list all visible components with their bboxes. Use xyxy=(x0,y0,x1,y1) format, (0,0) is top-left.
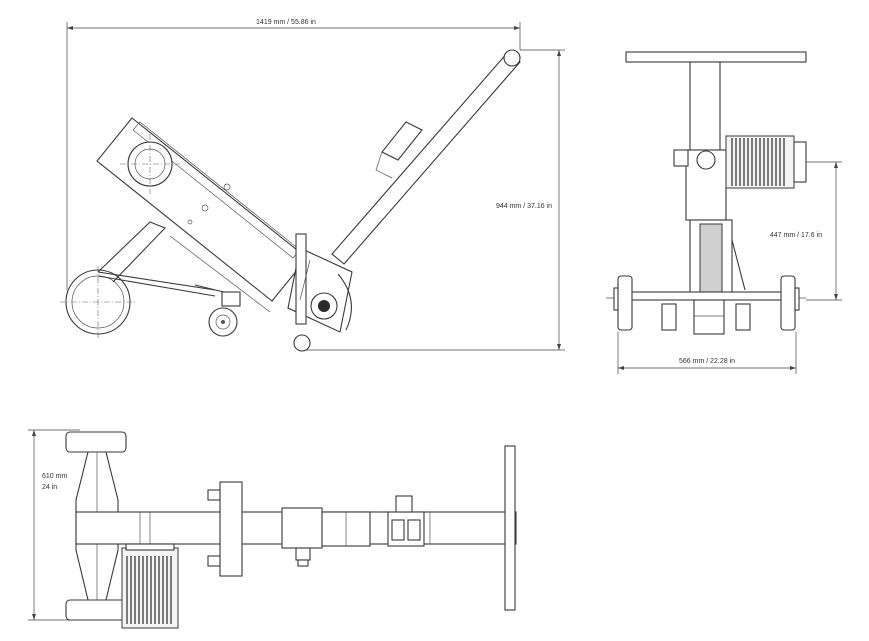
motor-end-cap xyxy=(793,141,807,183)
caster-bracket xyxy=(221,291,241,307)
pivot-guard xyxy=(337,273,352,331)
handle-arm xyxy=(331,51,521,265)
main-body xyxy=(96,117,308,302)
front-width-label: 566 mm / 22.28 in xyxy=(679,358,735,365)
arrow-h-bottom xyxy=(834,294,838,300)
body-bolt-3 xyxy=(187,219,193,225)
side-height-label: 944 mm / 37.16 in xyxy=(496,203,552,210)
top-wheel-upper xyxy=(65,431,127,453)
left-caster xyxy=(661,303,677,331)
side-length-label: 1419 mm / 55.86 in xyxy=(256,19,316,26)
lower-column-brace xyxy=(731,239,746,291)
front-height-label: 447 mm / 17.6 in xyxy=(770,232,822,239)
upright-bolt-top xyxy=(207,489,221,501)
top-view: 610 mm 24 in xyxy=(28,429,517,629)
arrow-bottom xyxy=(557,344,561,350)
right-caster xyxy=(735,303,751,331)
front-view: 566 mm / 22.28 in 447 mm / 17.6 in xyxy=(606,51,842,374)
top-motor-flange xyxy=(125,543,175,551)
front-roller xyxy=(293,334,311,352)
right-hub xyxy=(794,287,800,311)
t-handle-bar xyxy=(625,51,807,63)
vertical-post xyxy=(295,233,307,325)
upright-block xyxy=(219,481,243,577)
lower-column-inner xyxy=(699,223,723,297)
mid-bracket xyxy=(295,547,311,561)
motor-ribs xyxy=(731,138,785,186)
top-motor-ribs xyxy=(126,556,172,624)
arrow-w-right xyxy=(790,366,796,370)
left-hub xyxy=(613,287,619,311)
handle-column xyxy=(689,61,721,151)
main-body-top-edge xyxy=(132,121,301,259)
top-wheel-lower xyxy=(65,599,127,621)
support-strut xyxy=(97,221,166,283)
mid-housing xyxy=(281,507,323,549)
upright-bolt-bottom xyxy=(207,555,221,567)
handle-grip-end xyxy=(503,49,521,67)
body-bolt-1 xyxy=(201,204,209,212)
left-wheel xyxy=(617,275,633,331)
lower-frame-bar xyxy=(97,271,216,291)
arrow-top xyxy=(557,50,561,56)
pivot-knob xyxy=(318,300,330,312)
lower-frame-bar-2 xyxy=(97,275,216,297)
top-width-label-in: 24 in xyxy=(42,484,57,491)
control-knob xyxy=(395,495,413,513)
body-bolt-2 xyxy=(223,183,231,191)
control-switch-right xyxy=(407,519,421,541)
grinding-unit xyxy=(693,299,725,335)
arrow-left xyxy=(67,26,73,30)
column-side-block xyxy=(673,149,689,167)
mid-bracket-foot xyxy=(297,559,309,567)
handle-lever-link xyxy=(375,151,393,179)
body-lower-line xyxy=(169,235,271,313)
column-knob xyxy=(696,150,716,170)
top-handle-bar xyxy=(504,445,516,611)
side-view: 1419 mm / 55.86 in 944 mm / 37.16 in xyxy=(60,19,565,352)
arrow-t-bottom xyxy=(32,614,36,620)
front-axle xyxy=(627,291,785,301)
top-width-label-mm: 610 mm xyxy=(42,473,67,480)
caster-hub xyxy=(215,314,231,330)
arrow-w-left xyxy=(618,366,624,370)
pivot-detail-line xyxy=(299,259,311,301)
arrow-t-top xyxy=(32,430,36,436)
control-switch-left xyxy=(391,519,405,541)
arrow-h-top xyxy=(834,162,838,168)
caster-axle xyxy=(221,320,225,324)
handle-lever xyxy=(381,121,423,161)
arrow-right xyxy=(514,26,520,30)
right-wheel xyxy=(780,275,796,331)
